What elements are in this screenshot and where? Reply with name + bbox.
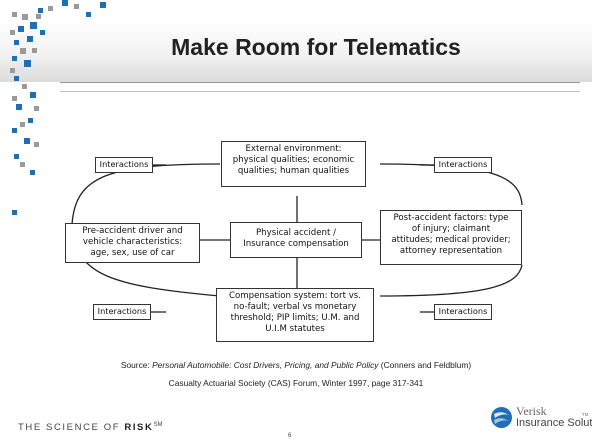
source-citation-line1: Source: Personal Automobile: Cost Driver… [0,360,592,370]
decorative-squares [10,0,106,215]
title-rule-bottom [60,91,580,92]
tagline-prefix: THE SCIENCE OF [18,422,121,434]
box-line: External environment: [245,144,342,154]
logo-name: Verisk [516,404,547,418]
compensation-system-box: Compensation system: tort vs. no-fault; … [216,288,374,342]
box-line: attitudes; medical provider; [391,235,511,245]
box-line: Post-accident factors: type [393,213,509,223]
interactions-box-top-left: Interactions [95,157,153,173]
source-authors: (Conners and Feldblum) [380,360,472,370]
box-line: no-fault; verbal vs monetary [233,302,357,312]
title-band [0,20,592,82]
external-environment-box: External environment: physical qualities… [221,141,366,187]
slide-title: Make Room for Telematics [171,34,461,60]
pre-accident-box: Pre-accident driver and vehicle characte… [65,223,200,263]
interactions-box-bottom-left: Interactions [93,304,151,320]
box-line: Insurance compensation [243,239,349,249]
oval-connector [379,163,523,206]
box-line: Pre-accident driver and [82,226,183,236]
box-line: qualities; human qualities [237,166,350,176]
oval-connector [379,264,523,297]
box-line: attorney representation [399,246,503,256]
verisk-logo: Verisk Insurance Solutions TM [490,404,592,434]
logo-subtitle: Insurance Solutions [516,417,592,429]
box-line: age, sex, use of car [90,248,175,258]
title-rule-top [60,82,580,83]
tagline-sm: SM [153,422,163,428]
box-line: Physical accident / [256,228,336,238]
box-line: threshold; PIP limits; U.M. and [230,313,360,323]
box-line: Compensation system: tort vs. [228,291,361,301]
box-line: U.I.M statutes [265,324,325,334]
verisk-logo-icon [491,407,512,428]
post-accident-box: Post-accident factors: type of injury; c… [380,210,522,265]
source-title: Personal Automobile: Cost Drivers, Prici… [152,360,379,370]
footer-tagline: THE SCIENCE OF RISKSM [18,422,162,433]
physical-accident-box: Physical accident / Insurance compensati… [230,222,362,258]
box-line: vehicle characteristics: [82,237,183,247]
page-number: 6 [288,433,292,439]
interactions-box-top-right: Interactions [434,157,492,173]
source-prefix: Source: [120,360,150,370]
box-line: of injury; claimant [411,224,491,234]
source-citation-line2: Casualty Actuarial Society (CAS) Forum, … [168,378,424,388]
interactions-box-bottom-right: Interactions [434,304,492,320]
box-line: physical qualities; economic [232,155,355,165]
tagline-bold: RISK [124,422,154,434]
logo-tm: TM [582,412,589,417]
